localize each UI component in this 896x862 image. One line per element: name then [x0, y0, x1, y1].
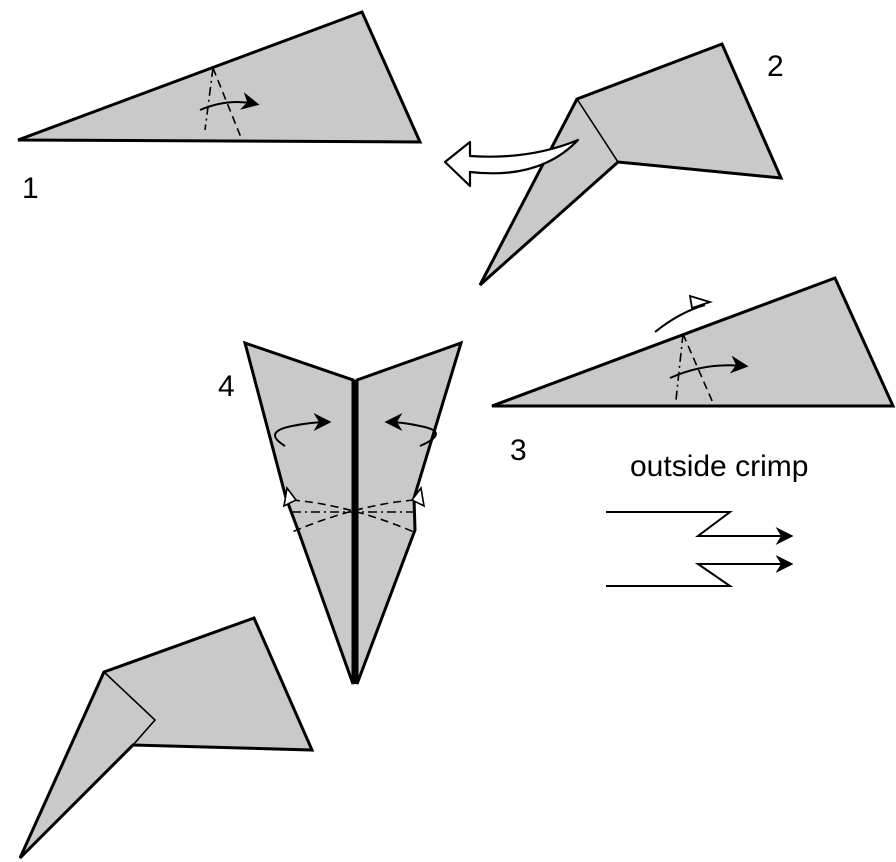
step-4-right-arrow [384, 413, 437, 447]
step-1-mountain-crease [204, 67, 214, 131]
step-4-crimp-valley-right [291, 499, 415, 533]
step-3-back-arrowhead [688, 294, 713, 310]
legend-crimp-line-bottom [606, 555, 794, 587]
step-3-back-arrow [654, 304, 706, 333]
step-2: 2 [443, 42, 784, 287]
step-4: 4 [218, 340, 464, 685]
final-model-fold-edge [103, 671, 157, 746]
step-1-paper [17, 10, 423, 144]
final-model [18, 616, 315, 860]
step-2-turn-arrow [443, 138, 580, 188]
legend-crimp-line-top [606, 511, 794, 545]
step-3-mountain-crease [675, 333, 684, 401]
step-3: 3 [491, 276, 896, 467]
step-2-paper [478, 42, 784, 287]
step-1-fold-arrow [199, 92, 260, 111]
step-3-paper [491, 276, 896, 408]
step-2-fold-edge [576, 98, 619, 163]
step-4-crimp-valley-left [291, 499, 415, 533]
step-4-number: 4 [218, 370, 235, 403]
final-model-paper [18, 616, 315, 860]
step-4-right-half [355, 340, 464, 685]
step-3-fold-arrow [669, 355, 749, 379]
step-4-left-arrow [274, 413, 332, 447]
step-1: 1 [17, 10, 423, 205]
step-4-left-crimp-tab [282, 486, 298, 508]
step-3-number: 3 [510, 434, 527, 467]
legend-outside-crimp: outside crimp [606, 450, 808, 587]
step-1-number: 1 [22, 172, 39, 205]
step-2-number: 2 [767, 50, 784, 83]
step-4-right-crimp-tab [410, 486, 426, 508]
legend-title: outside crimp [630, 450, 808, 483]
